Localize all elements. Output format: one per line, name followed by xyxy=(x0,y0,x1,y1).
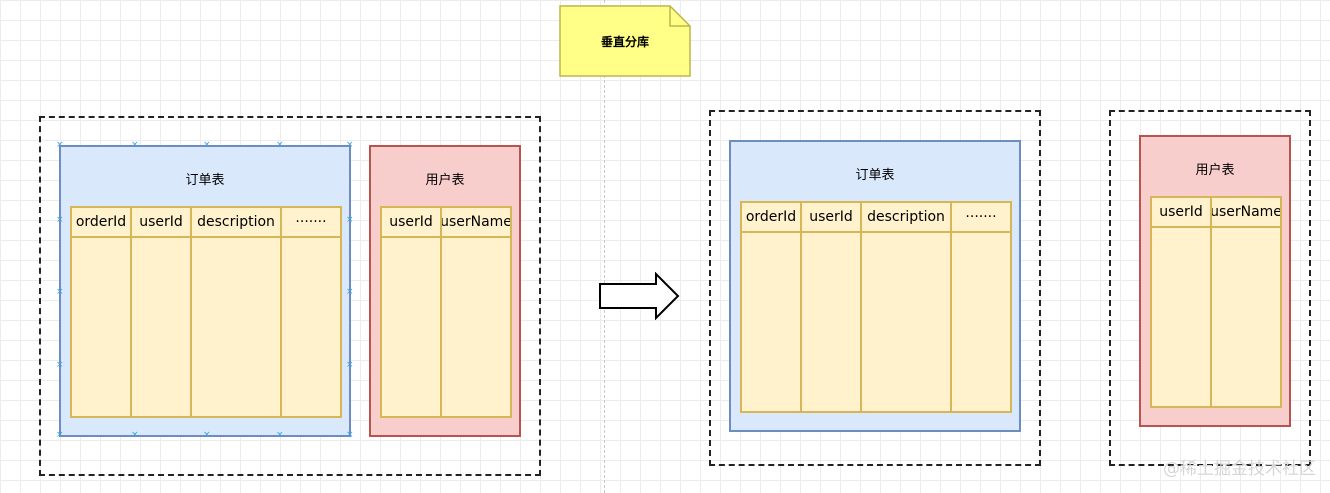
user-table-after[interactable]: 用户表 userId userName xyxy=(1139,135,1291,427)
user-table-title: 用户表 xyxy=(1195,163,1235,178)
order-table-columns: orderId userId description ······· xyxy=(740,201,1012,413)
selection-handle[interactable]: × xyxy=(346,140,354,150)
column-orderid[interactable]: orderId xyxy=(70,206,132,418)
column-userid[interactable]: userId xyxy=(130,206,192,418)
user-database-after[interactable] xyxy=(1109,110,1311,466)
column-description[interactable]: description xyxy=(190,206,282,418)
database-before[interactable] xyxy=(39,116,541,476)
column-orderid[interactable]: orderId xyxy=(740,201,802,413)
column-userid[interactable]: userId xyxy=(1150,196,1212,408)
user-table-title: 用户表 xyxy=(425,173,465,188)
note-label: 垂直分库 xyxy=(600,35,649,49)
selection-handle[interactable]: × xyxy=(56,215,64,225)
order-table-title: 订单表 xyxy=(185,173,225,188)
column-header: orderId xyxy=(72,208,130,238)
column-header: userName xyxy=(442,208,510,238)
column-header: userId xyxy=(132,208,190,238)
selection-handle[interactable]: × xyxy=(203,430,211,440)
column-header: userId xyxy=(382,208,440,238)
selection-handle[interactable]: × xyxy=(276,430,284,440)
selection-handle[interactable]: × xyxy=(346,360,354,370)
order-table-columns: orderId userId description ······· xyxy=(70,206,342,418)
column-userid[interactable]: userId xyxy=(380,206,442,418)
order-table-after[interactable]: 订单表 orderId userId description ······· xyxy=(729,140,1021,432)
selection-handle[interactable]: × xyxy=(131,430,139,440)
column-more[interactable]: ······· xyxy=(950,201,1012,413)
note-shape-icon xyxy=(559,5,691,77)
column-header: userId xyxy=(1152,198,1210,228)
column-header: description xyxy=(192,208,280,238)
column-more[interactable]: ······· xyxy=(280,206,342,418)
center-divider-line xyxy=(604,0,605,493)
column-username[interactable]: userName xyxy=(440,206,512,418)
column-header: ······· xyxy=(952,203,1010,233)
selection-handle[interactable]: × xyxy=(56,140,64,150)
selection-handle[interactable]: × xyxy=(346,287,354,297)
selection-handle[interactable]: × xyxy=(131,140,139,150)
vertical-sharding-note[interactable]: 垂直分库 xyxy=(559,5,691,77)
column-description[interactable]: description xyxy=(860,201,952,413)
user-table-before[interactable]: 用户表 userId userName xyxy=(369,145,521,437)
order-table-before[interactable]: 订单表 orderId userId description ······· ×… xyxy=(56,140,354,440)
selection-handle[interactable]: × xyxy=(56,360,64,370)
column-header: description xyxy=(862,203,950,233)
right-arrow-icon[interactable] xyxy=(598,272,682,320)
column-username[interactable]: userName xyxy=(1210,196,1282,408)
column-userid[interactable]: userId xyxy=(800,201,862,413)
order-database-after[interactable] xyxy=(709,110,1041,466)
selection-handle[interactable]: × xyxy=(203,140,211,150)
column-header: userId xyxy=(802,203,860,233)
selection-handle[interactable]: × xyxy=(276,140,284,150)
selection-handle[interactable]: × xyxy=(56,287,64,297)
column-header: orderId xyxy=(742,203,800,233)
user-table-columns: userId userName xyxy=(1150,196,1282,408)
selection-handle[interactable]: × xyxy=(346,215,354,225)
selection-handle[interactable]: × xyxy=(56,430,64,440)
column-header: ······· xyxy=(282,208,340,238)
selection-handle[interactable]: × xyxy=(346,430,354,440)
order-table-title: 订单表 xyxy=(855,168,895,183)
user-table-columns: userId userName xyxy=(380,206,512,418)
column-header: userName xyxy=(1212,198,1280,228)
watermark: @稀土掘金技术社区 xyxy=(1163,459,1316,479)
